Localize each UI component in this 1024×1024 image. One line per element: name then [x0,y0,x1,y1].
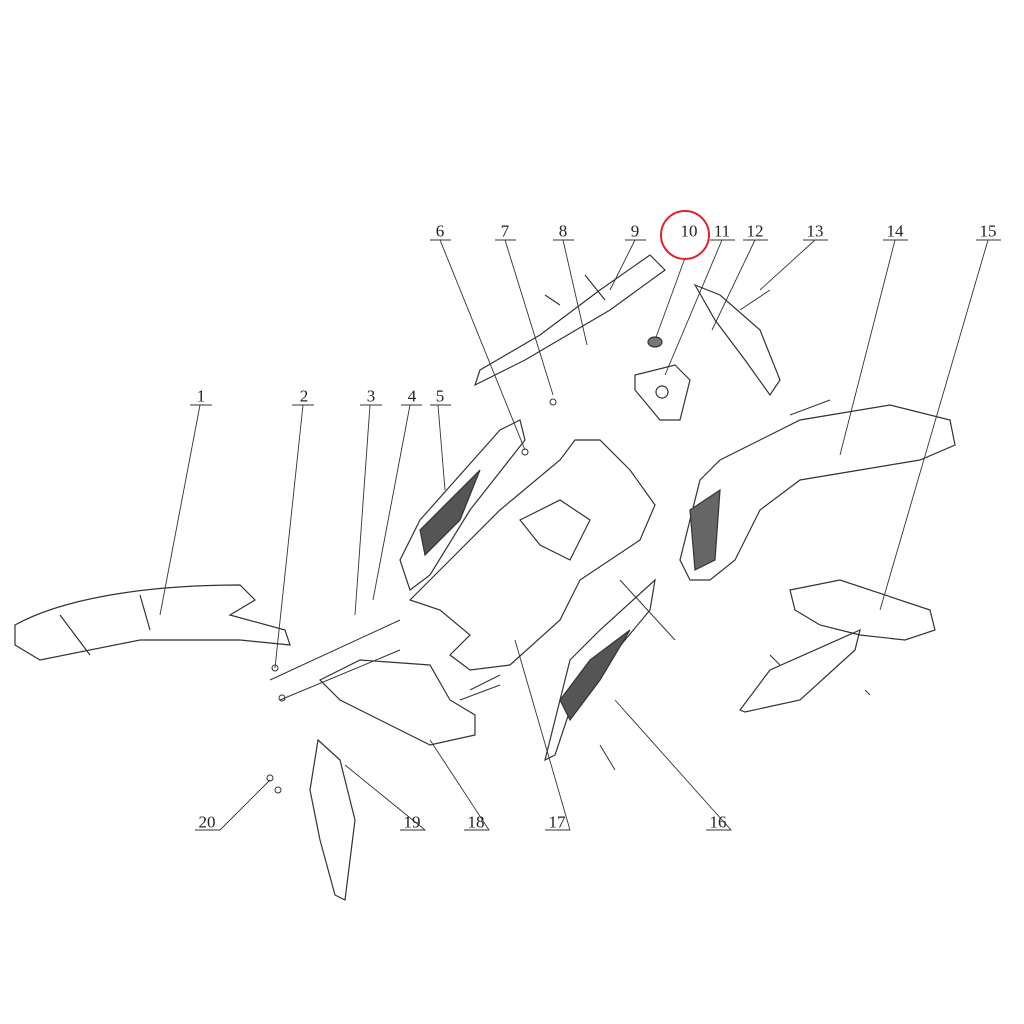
part-17-center-body [408,439,656,671]
callout-20: 20 [198,812,216,832]
leader-lines [159,239,1001,831]
part-seat-base [473,254,666,387]
part-12-plate [693,283,781,397]
callout-14: 14 [886,221,904,241]
highlight-circle-callout-10 [660,210,710,260]
callout-6: 6 [435,221,445,241]
callout-13: 13 [806,221,824,241]
callout-3: 3 [366,386,376,406]
part-18-lower-cover [318,659,476,746]
fasteners [266,289,871,794]
part-10-cap [647,336,663,348]
callout-7: 7 [500,221,510,241]
callout-17: 17 [548,812,566,832]
callout-5: 5 [435,386,445,406]
callout-10: 10 [680,221,698,241]
callout-1: 1 [196,386,206,406]
part-rear-fender [14,584,291,661]
part-side-panel-left [399,419,526,591]
part-11-bracket [634,364,691,421]
callout-2: 2 [299,386,309,406]
callout-12: 12 [746,221,764,241]
callout-8: 8 [558,221,568,241]
part-15-side-cover [739,579,936,713]
callout-16: 16 [709,812,727,832]
part-14-front-fender [679,404,956,581]
callout-11: 11 [713,221,731,241]
callout-18: 18 [467,812,485,832]
callout-9: 9 [630,221,640,241]
callout-15: 15 [979,221,997,241]
callout-19: 19 [403,812,421,832]
callout-4: 4 [407,386,417,406]
part-19-mudflap [309,738,356,901]
part-16-side-panel-right [544,578,656,762]
